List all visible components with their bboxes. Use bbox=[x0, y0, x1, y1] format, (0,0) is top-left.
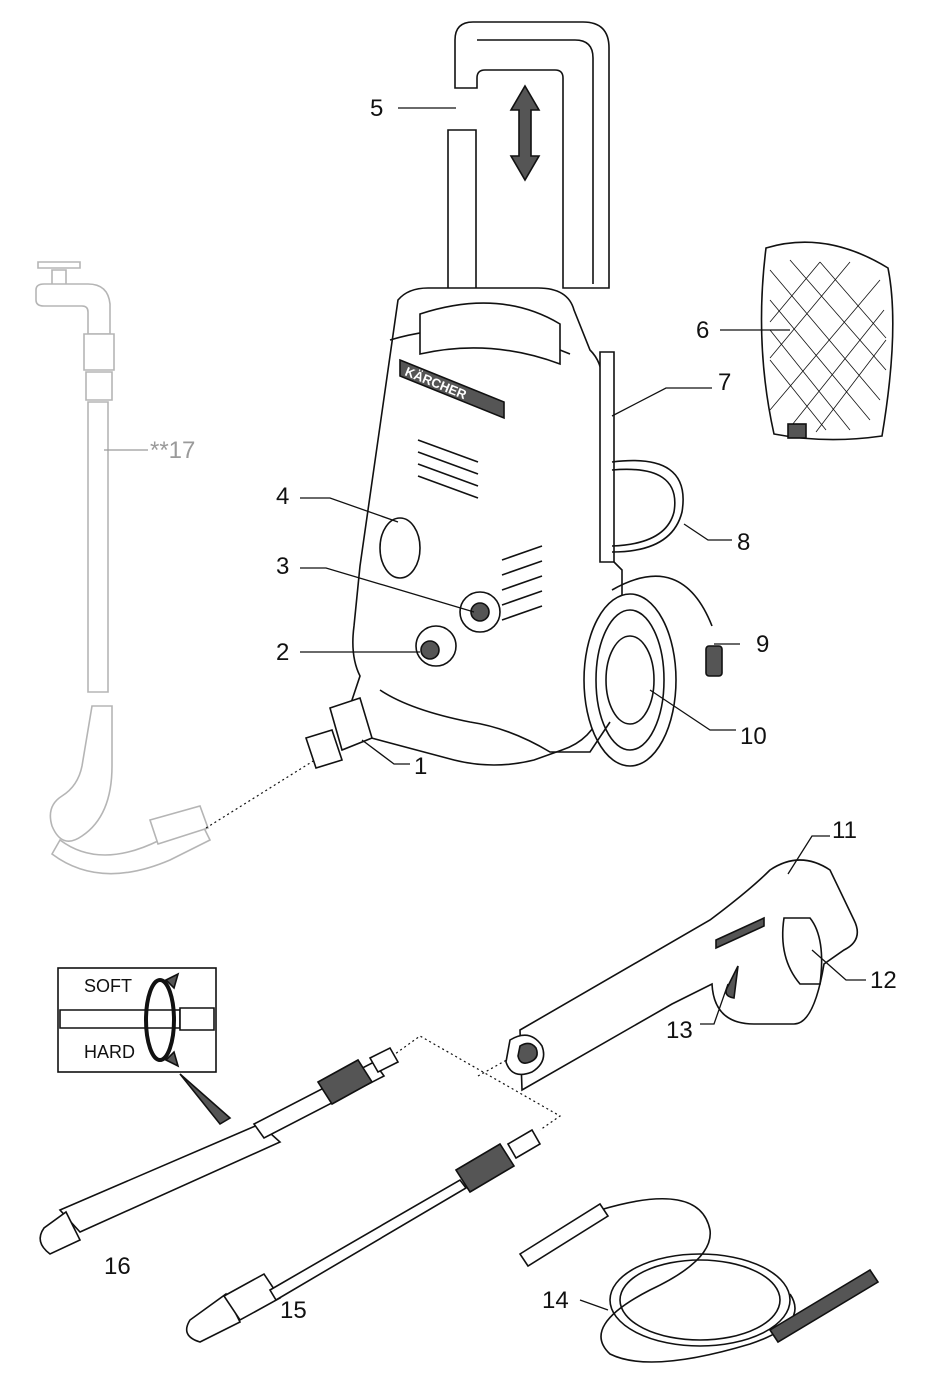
callout-15: 15 bbox=[280, 1297, 307, 1324]
spray-adjust-inset: SOFT HARD bbox=[58, 968, 230, 1124]
callout-1: 1 bbox=[414, 753, 427, 780]
trigger-gun bbox=[506, 860, 857, 1090]
garden-hose-with-tap bbox=[36, 262, 210, 874]
callout-12: 12 bbox=[870, 967, 897, 994]
callout-13: 13 bbox=[666, 1017, 693, 1044]
callout-2: 2 bbox=[276, 639, 289, 666]
callout-6: 6 bbox=[696, 317, 709, 344]
callout-9: 9 bbox=[756, 631, 769, 658]
vario-power-lance bbox=[40, 1048, 398, 1254]
standard-spray-lance bbox=[187, 1130, 540, 1342]
callout-11: 11 bbox=[832, 817, 857, 844]
callout-8: 8 bbox=[737, 529, 750, 556]
high-pressure-hose bbox=[520, 1199, 878, 1362]
inset-pointer bbox=[180, 1074, 230, 1124]
extend-arrow-icon bbox=[511, 86, 539, 180]
hard-label: HARD bbox=[84, 1042, 135, 1062]
callout-3: 3 bbox=[276, 553, 289, 580]
callout-16: 16 bbox=[104, 1253, 131, 1280]
callout-14: 14 bbox=[542, 1287, 569, 1314]
leader-8 bbox=[684, 524, 732, 540]
cleaning-agent-mesh-bag bbox=[762, 242, 893, 439]
hose-adapter bbox=[306, 698, 372, 768]
soft-label: SOFT bbox=[84, 976, 132, 996]
callout-10: 10 bbox=[740, 723, 767, 750]
callout-7: 7 bbox=[718, 369, 731, 396]
leader-7 bbox=[612, 388, 712, 416]
hose-connection-line bbox=[206, 758, 318, 828]
pressure-washer-main-unit: KÄRCHER bbox=[349, 22, 722, 766]
callout-5: 5 bbox=[370, 95, 383, 122]
callout-17: **17 bbox=[150, 437, 195, 464]
callout-4: 4 bbox=[276, 483, 289, 510]
leader-14 bbox=[580, 1300, 608, 1310]
